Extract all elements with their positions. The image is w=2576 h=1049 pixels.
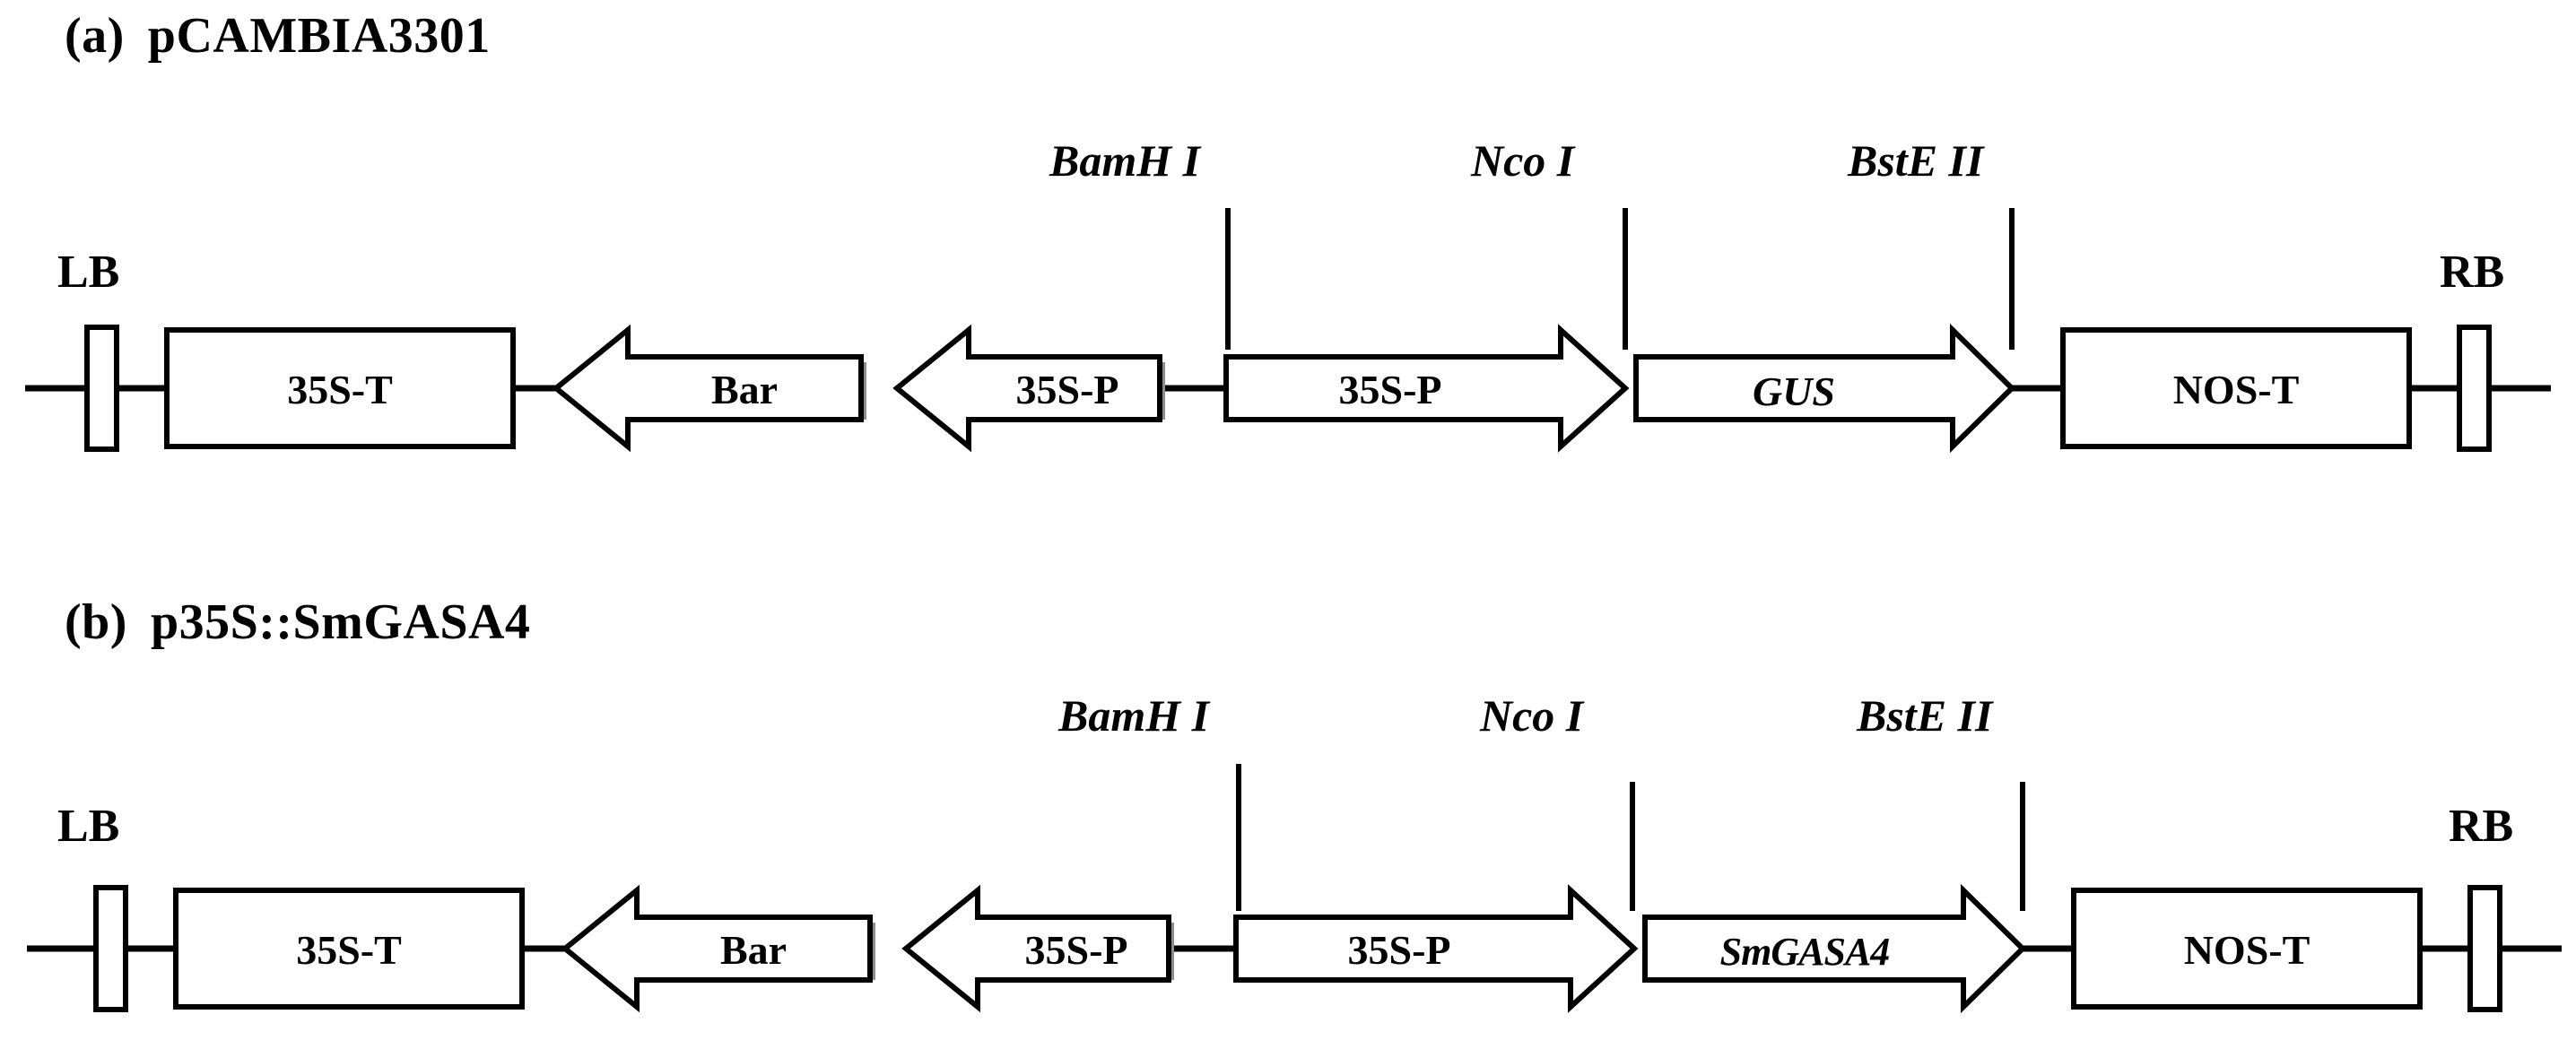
element-label-bar-b: Bar bbox=[720, 927, 787, 973]
panel-b-title: (b) p35S::SmGASA4 bbox=[65, 594, 530, 651]
element-arrow-bar-b bbox=[561, 884, 873, 1013]
rb-marker-b bbox=[2467, 885, 2502, 1012]
panel-b: (b) p35S::SmGASA4 BamH I Nco I BstE II LB… bbox=[0, 556, 2576, 1049]
border-label-lb-a: LB bbox=[57, 247, 119, 298]
border-label-lb-b: LB bbox=[57, 801, 119, 852]
element-label-35s-p-right-b: 35S-P bbox=[1348, 927, 1451, 973]
element-arrow-35s-p-left-a bbox=[892, 324, 1162, 453]
element-label-35s-p-left-a: 35S-P bbox=[1016, 367, 1119, 412]
element-arrow-35s-p-left-b bbox=[901, 884, 1171, 1013]
element-arrow-35s-p-right-b bbox=[1233, 884, 1639, 1013]
element-label-35s-p-left-b: 35S-P bbox=[1025, 927, 1128, 973]
enzyme-label-ncoi-a: Nco I bbox=[1470, 135, 1576, 186]
element-arrow-bar-a bbox=[552, 324, 864, 453]
element-label-35s-t-b: 35S-T bbox=[296, 927, 402, 973]
lb-marker-b bbox=[93, 885, 128, 1012]
border-label-rb-b: RB bbox=[2449, 801, 2513, 852]
enzyme-label-bamhi-a: BamH I bbox=[1049, 135, 1202, 186]
panel-b-diagram: BamH I Nco I BstE II LB RB 35S-T Bar 35S… bbox=[27, 690, 2562, 1014]
panel-a-title: (a) pCAMBIA3301 bbox=[65, 7, 491, 65]
enzyme-label-bstei-b: BstE II bbox=[1856, 690, 1994, 741]
element-label-35s-p-right-a: 35S-P bbox=[1339, 367, 1442, 412]
panel-a-construct-name: pCAMBIA3301 bbox=[147, 8, 491, 64]
rb-marker-a bbox=[2457, 325, 2492, 452]
element-arrow-35s-p-right-a bbox=[1223, 324, 1630, 453]
element-box-35s-t-b bbox=[173, 888, 525, 1010]
panel-a: (a) pCAMBIA3301 BamH I Nco I BstE II LB R… bbox=[25, 7, 2551, 454]
element-label-nos-t-a: NOS-T bbox=[2173, 367, 2300, 412]
element-box-nos-t-a bbox=[2060, 327, 2412, 449]
lb-marker-a bbox=[84, 325, 119, 452]
element-label-smgasa4-b: SmGASA4 bbox=[1720, 930, 1890, 974]
panel-a-tag: (a) bbox=[65, 8, 125, 64]
panel-b-construct-name: p35S::SmGASA4 bbox=[150, 594, 531, 650]
enzyme-label-bamhi-b: BamH I bbox=[1057, 690, 1211, 741]
panel-b-tag: (b) bbox=[65, 594, 127, 650]
element-label-gus-a: GUS bbox=[1753, 368, 1835, 414]
element-label-bar-a: Bar bbox=[711, 367, 778, 412]
enzyme-label-ncoi-b: Nco I bbox=[1479, 690, 1585, 741]
element-arrow-gus-a bbox=[1633, 323, 2016, 454]
enzyme-label-bstei-a: BstE II bbox=[1847, 135, 1985, 186]
element-label-35s-t-a: 35S-T bbox=[287, 367, 393, 412]
element-label-nos-t-b: NOS-T bbox=[2184, 927, 2311, 973]
element-box-35s-t-a bbox=[164, 327, 516, 449]
panel-a-diagram: BamH I Nco I BstE II LB RB 35S-T Bar 35S… bbox=[25, 135, 2551, 454]
element-arrow-smgasa4-b bbox=[1642, 883, 2027, 1014]
border-label-rb-a: RB bbox=[2440, 247, 2504, 298]
element-box-nos-t-b bbox=[2071, 888, 2423, 1010]
